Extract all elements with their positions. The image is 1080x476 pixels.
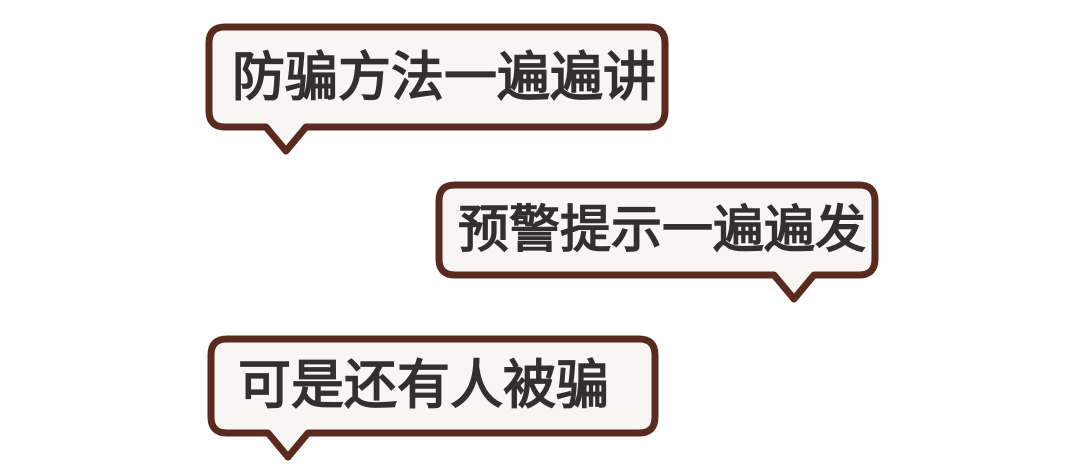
speech-bubble-1-shape xyxy=(205,23,669,155)
speech-bubble-1-text: 防骗方法一遍遍讲 xyxy=(232,47,656,107)
speech-bubble-2-text: 预警提示一遍遍发 xyxy=(458,200,867,258)
speech-bubble-3-text: 可是还有人被骗 xyxy=(238,355,609,415)
speech-bubble-2: 预警提示一遍遍发 xyxy=(435,181,886,304)
speech-bubble-2-shape xyxy=(435,181,879,303)
speech-bubble-3-shape xyxy=(207,335,659,461)
speech-bubble-3: 可是还有人被骗 xyxy=(207,335,666,462)
speech-bubble-1: 防骗方法一遍遍讲 xyxy=(205,23,676,156)
